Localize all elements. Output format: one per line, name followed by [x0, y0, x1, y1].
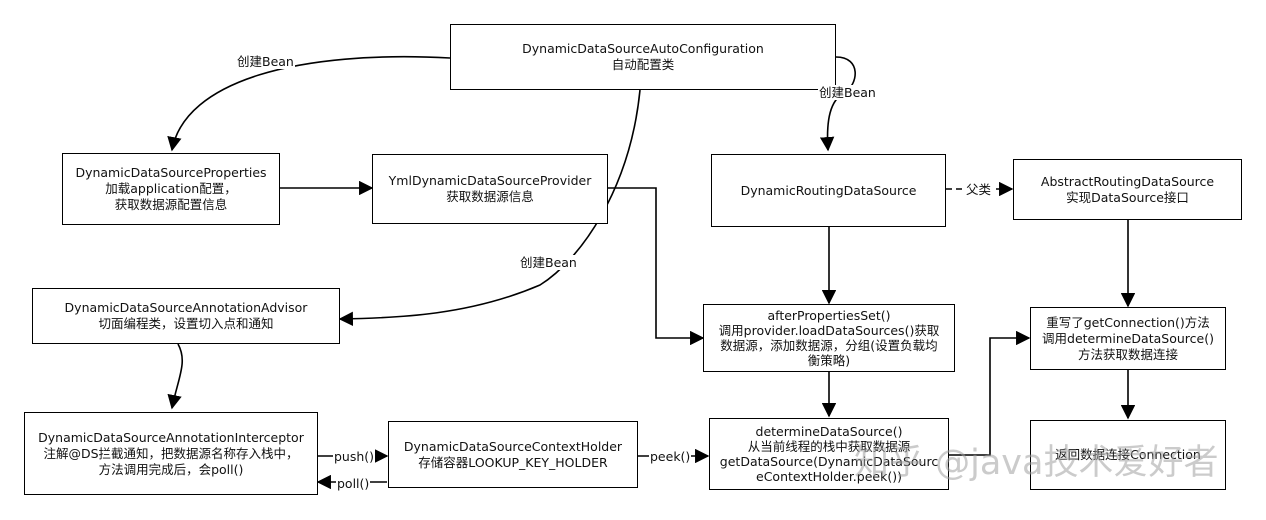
node-desc: 自动配置类	[611, 57, 675, 72]
node-title: AbstractRoutingDataSource	[1040, 173, 1215, 189]
edge-label-create-bean-mid: 创建Bean	[519, 255, 578, 270]
node-desc: getDataSource(DynamicDataSourc	[719, 454, 939, 469]
node-title: DynamicRoutingDataSource	[740, 182, 917, 198]
node-desc: 衡策略)	[807, 353, 851, 368]
node-title: YmlDynamicDataSourceProvider	[388, 173, 592, 188]
edge-auto-to-advisor	[338, 89, 641, 326]
node-routing-datasource: DynamicRoutingDataSource	[711, 154, 946, 227]
node-abstract-routing: AbstractRoutingDataSource 实现DataSource接口	[1013, 159, 1242, 220]
edge-yml-to-after	[608, 187, 705, 346]
edge-label-create-bean-left: 创建Bean	[236, 54, 295, 69]
node-desc: 获取数据源配置信息	[114, 197, 228, 212]
node-annotation-advisor: DynamicDataSourceAnnotationAdvisor 切面编程类…	[32, 288, 340, 344]
edge-label-parent-class: 父类	[965, 182, 993, 197]
node-desc: eContextHolder.peek())	[756, 469, 902, 484]
node-title: afterPropertiesSet()	[767, 308, 891, 323]
node-title: 重写了getConnection()方法	[1046, 314, 1210, 330]
node-after-properties-set: afterPropertiesSet() 调用provider.loadData…	[703, 304, 955, 372]
edge-label-push: push()	[333, 449, 376, 464]
node-title: determineDataSource()	[755, 424, 903, 439]
edge-label-create-bean-right: 创建Bean	[818, 85, 877, 100]
node-properties: DynamicDataSourceProperties 加载applicatio…	[62, 153, 280, 225]
node-context-holder: DynamicDataSourceContextHolder 存储容器LOOKU…	[388, 421, 638, 488]
node-desc: 获取数据源信息	[446, 189, 534, 204]
node-desc: 方法获取数据连接	[1077, 346, 1178, 362]
edge-label-peek: peek()	[649, 449, 692, 464]
node-title: 返回数据连接Connection	[1055, 447, 1201, 462]
node-desc: 调用provider.loadDataSources()获取	[718, 323, 940, 338]
node-title: DynamicDataSourceAnnotationInterceptor	[38, 429, 304, 445]
node-return-connection: 返回数据连接Connection	[1030, 420, 1226, 490]
node-desc: 调用determineDataSource()	[1042, 330, 1214, 346]
node-title: DynamicDataSourceProperties	[75, 165, 267, 180]
node-determine-datasource: determineDataSource() 从当前线程的栈中获取数据源 getD…	[709, 418, 949, 490]
node-desc: 加载application配置，	[105, 181, 237, 196]
node-desc: 注解@DS拦截通知，把数据源名称存入栈中，	[43, 445, 299, 461]
node-annotation-interceptor: DynamicDataSourceAnnotationInterceptor 注…	[24, 412, 318, 495]
node-title: DynamicDataSourceContextHolder	[403, 438, 623, 454]
watermark: 知乎 @java技术爱好者	[854, 443, 1219, 483]
edge-label-poll: poll()	[336, 476, 371, 491]
node-desc: 存储容器LOOKUP_KEY_HOLDER	[418, 454, 608, 470]
node-desc: 从当前线程的栈中获取数据源	[747, 439, 911, 454]
node-auto-configuration: DynamicDataSourceAutoConfiguration 自动配置类	[450, 24, 836, 90]
node-title: DynamicDataSourceAutoConfiguration	[522, 41, 764, 56]
node-desc: 数据源，添加数据源，分组(设置负载均	[720, 338, 938, 353]
node-yml-provider: YmlDynamicDataSourceProvider 获取数据源信息	[372, 154, 608, 224]
node-desc: 实现DataSource接口	[1066, 189, 1189, 205]
node-title: DynamicDataSourceAnnotationAdvisor	[64, 300, 308, 315]
edge-advisor-to-interceptor	[167, 343, 184, 410]
node-get-connection: 重写了getConnection()方法 调用determineDataSour…	[1030, 307, 1226, 370]
node-desc: 切面编程类，设置切入点和通知	[98, 316, 274, 331]
edge-auto-to-properties	[167, 55, 451, 152]
edge-determine-to-getconn	[949, 330, 1031, 456]
node-desc: 方法调用完成后，会poll()	[98, 461, 244, 477]
